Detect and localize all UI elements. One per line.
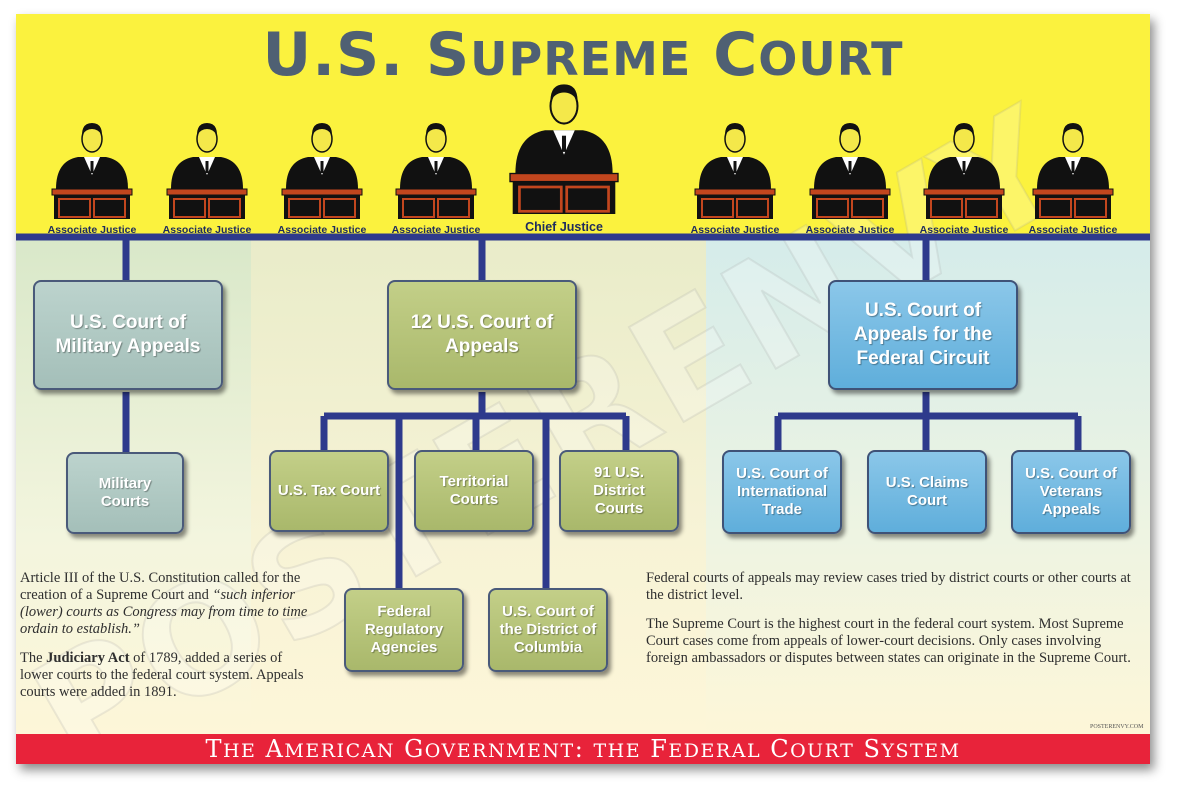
associate-justice-figure <box>694 123 776 219</box>
site-credit: POSTERENVY.COM <box>1090 724 1144 730</box>
judiciary-act-term: Judiciary Act <box>46 650 130 666</box>
chief-justice-label: Chief Justice <box>525 220 603 234</box>
appeals-12-box: 12 U.S. Court of Appeals <box>387 280 577 390</box>
international-trade-label: U.S. Court of International Trade <box>736 465 828 518</box>
associate-justice-figure <box>923 123 1005 219</box>
military-courts-box: Military Courts <box>66 452 184 534</box>
claims-court-label: U.S. Claims Court <box>885 474 969 509</box>
tax-court-box: U.S. Tax Court <box>269 450 389 532</box>
veterans-appeals-box: U.S. Court of Veterans Appeals <box>1011 450 1131 534</box>
federal-circuit-box: U.S. Court of Appeals for the Federal Ci… <box>828 280 1018 390</box>
associate-justice-figure <box>809 123 891 219</box>
right-text-block: Federal courts of appeals may review cas… <box>646 570 1146 679</box>
article-iii-paragraph: Article III of the U.S. Constitution cal… <box>20 570 308 637</box>
district-courts-box: 91 U.S. District Courts <box>559 450 679 532</box>
footer-title: THE AMERICAN GOVERNMENT: THE FEDERAL COU… <box>205 735 961 763</box>
left-text-block: Article III of the U.S. Constitution cal… <box>20 570 318 713</box>
poster: U.S. SUPREME COURT POSTERENVY <box>16 14 1150 764</box>
tax-court-label: U.S. Tax Court <box>277 482 381 499</box>
associate-justice-label: Associate Justice <box>919 224 1009 236</box>
associate-justice-label: Associate Justice <box>277 224 367 236</box>
supreme-court-paragraph: The Supreme Court is the highest court i… <box>646 616 1131 666</box>
associate-justice-label: Associate Justice <box>805 224 895 236</box>
international-trade-box: U.S. Court of International Trade <box>722 450 842 534</box>
territorial-courts-label: Territorial Courts <box>439 473 509 508</box>
military-courts-label: Military Courts <box>98 475 152 510</box>
associate-justice-figure <box>166 123 248 219</box>
associate-justice-label: Associate Justice <box>1028 224 1118 236</box>
judiciary-act-paragraph: The Judiciary Act of 1789, added a serie… <box>20 650 304 700</box>
federal-regulatory-label: Federal Regulatory Agencies <box>364 603 444 656</box>
appeals-12-label: 12 U.S. Court of Appeals <box>410 312 554 357</box>
appeals-review-paragraph: Federal courts of appeals may review cas… <box>646 570 1131 603</box>
constitution-quote: “such inferior (lower) courts as Congres… <box>20 587 308 637</box>
associate-justice-figure <box>395 123 477 219</box>
military-appeals-label: U.S. Court of Military Appeals <box>55 312 201 357</box>
federal-circuit-label: U.S. Court of Appeals for the Federal Ci… <box>853 300 993 369</box>
veterans-appeals-label: U.S. Court of Veterans Appeals <box>1025 465 1117 518</box>
footer-banner: THE AMERICAN GOVERNMENT: THE FEDERAL COU… <box>16 734 1150 764</box>
claims-court-box: U.S. Claims Court <box>867 450 987 534</box>
associate-justice-label: Associate Justice <box>162 224 252 236</box>
dc-court-box: U.S. Court of the District of Columbia <box>488 588 608 672</box>
associate-justice-figure <box>281 123 363 219</box>
federal-regulatory-box: Federal Regulatory Agencies <box>344 588 464 672</box>
associate-justice-label: Associate Justice <box>690 224 780 236</box>
associate-justice-label: Associate Justice <box>391 224 481 236</box>
associate-justice-figure <box>1032 123 1114 219</box>
dc-court-label: U.S. Court of the District of Columbia <box>499 603 597 656</box>
territorial-courts-box: Territorial Courts <box>414 450 534 532</box>
associate-justice-figure <box>51 123 133 219</box>
justices-row <box>51 84 1114 219</box>
associate-justice-label: Associate Justice <box>47 224 137 236</box>
district-courts-label: 91 U.S. District Courts <box>593 464 645 517</box>
chief-justice-figure <box>509 84 619 214</box>
connector-lines <box>16 233 1150 592</box>
page-title: U.S. SUPREME COURT <box>262 20 904 90</box>
military-appeals-box: U.S. Court of Military Appeals <box>33 280 223 390</box>
